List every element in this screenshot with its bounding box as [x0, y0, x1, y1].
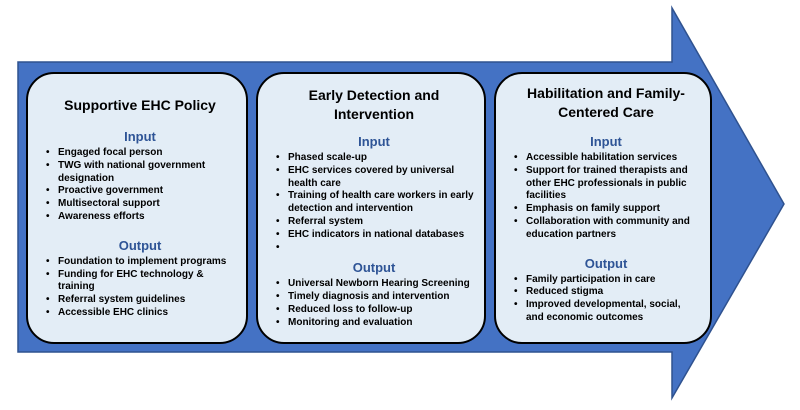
stage-title: Supportive EHC Policy	[64, 97, 216, 113]
list-item: EHC services covered by universal health…	[274, 165, 474, 191]
list-item: TWG with national government designation	[44, 160, 236, 186]
list-item: Funding for EHC technology & training	[44, 269, 236, 295]
stage-card-supportive-policy: Supportive EHC Policy Input Engaged foca…	[26, 72, 248, 344]
output-heading: Output	[584, 255, 628, 271]
list-item: Referral system guidelines	[44, 294, 236, 307]
output-list: Family participation in care Reduced sti…	[512, 274, 700, 325]
list-item	[274, 242, 474, 255]
list-item: Timely diagnosis and intervention	[274, 291, 474, 304]
list-item: Reduced loss to follow-up	[274, 304, 474, 317]
list-item: Engaged focal person	[44, 147, 236, 160]
input-list: Engaged focal person TWG with national g…	[44, 147, 236, 224]
list-item: Awareness efforts	[44, 211, 236, 224]
list-item: Accessible habilitation services	[512, 152, 700, 165]
list-item: Multisectoral support	[44, 198, 236, 211]
input-heading: Input	[590, 134, 622, 149]
list-item: Phased scale-up	[274, 152, 474, 165]
stage-card-early-detection: Early Detection and Intervention Input P…	[256, 72, 486, 344]
input-heading: Input	[358, 134, 390, 149]
output-heading: Output	[118, 237, 162, 253]
list-item: Universal Newborn Hearing Screening	[274, 278, 474, 291]
list-item: Monitoring and evaluation	[274, 317, 474, 330]
output-list: Foundation to implement programs Funding…	[44, 256, 236, 320]
output-heading: Output	[352, 260, 396, 276]
list-item: Family participation in care	[512, 274, 700, 287]
list-item: Accessible EHC clinics	[44, 307, 236, 320]
list-item: Improved developmental, social, and econ…	[512, 299, 700, 325]
stage-card-habilitation: Habilitation and Family-Centered Care In…	[494, 72, 712, 344]
list-item: Training of health care workers in early…	[274, 190, 474, 216]
list-item: Support for trained therapists and other…	[512, 165, 700, 203]
input-list: Phased scale-up EHC services covered by …	[274, 152, 474, 254]
list-item: Reduced stigma	[512, 286, 700, 299]
list-item: Referral system	[274, 216, 474, 229]
list-item: Collaboration with community and educati…	[512, 216, 700, 242]
list-item: Foundation to implement programs	[44, 256, 236, 269]
list-item: Proactive government	[44, 185, 236, 198]
input-heading: Input	[124, 129, 156, 144]
output-list: Universal Newborn Hearing Screening Time…	[274, 278, 474, 329]
list-item: Emphasis on family support	[512, 203, 700, 216]
list-item: EHC indicators in national databases	[274, 229, 474, 242]
stage-title: Early Detection and Intervention	[308, 87, 440, 122]
stage-title: Habilitation and Family-Centered Care	[527, 85, 685, 120]
input-list: Accessible habilitation services Support…	[512, 152, 700, 242]
